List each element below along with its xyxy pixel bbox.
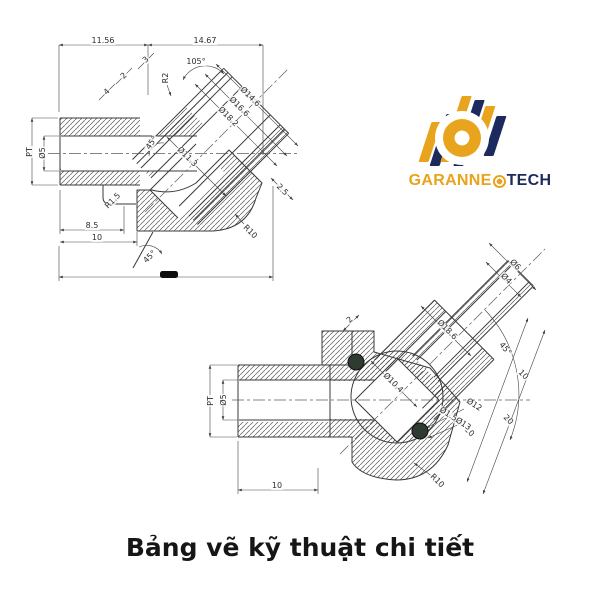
logo-mark-icon bbox=[418, 92, 507, 170]
dim-width-right: 14.67 bbox=[192, 36, 218, 45]
garanneotech-logo: GARANNE TECH bbox=[402, 90, 558, 190]
dim-thread-pt: PT bbox=[25, 146, 34, 158]
dim-angle-105: 105° bbox=[185, 57, 207, 66]
logo-ring-icon bbox=[443, 119, 481, 157]
logo-text-navy: TECH bbox=[506, 172, 552, 189]
caption-title: Bảng vẽ kỹ thuật chi tiết bbox=[125, 533, 475, 562]
d2-orings bbox=[347, 353, 429, 440]
dim-len-8-5: 8.5 bbox=[84, 221, 100, 230]
logo-o-icon bbox=[492, 174, 506, 188]
d1-section-mark bbox=[160, 271, 178, 278]
dim-width-left: 11.56 bbox=[90, 36, 116, 45]
dim2-dia-5: Ø5 bbox=[219, 393, 228, 407]
dim-len-10: 10 bbox=[90, 233, 104, 242]
dim-dia-5: Ø5 bbox=[38, 146, 47, 160]
dim-radius-r2: R2 bbox=[161, 71, 170, 85]
logo-text-gold: GARANNE bbox=[408, 172, 492, 189]
logo-wordmark: GARANNE TECH bbox=[402, 172, 558, 190]
dim2-thread-pt: PT bbox=[206, 395, 215, 407]
dim2-len-10: 10 bbox=[270, 481, 284, 490]
